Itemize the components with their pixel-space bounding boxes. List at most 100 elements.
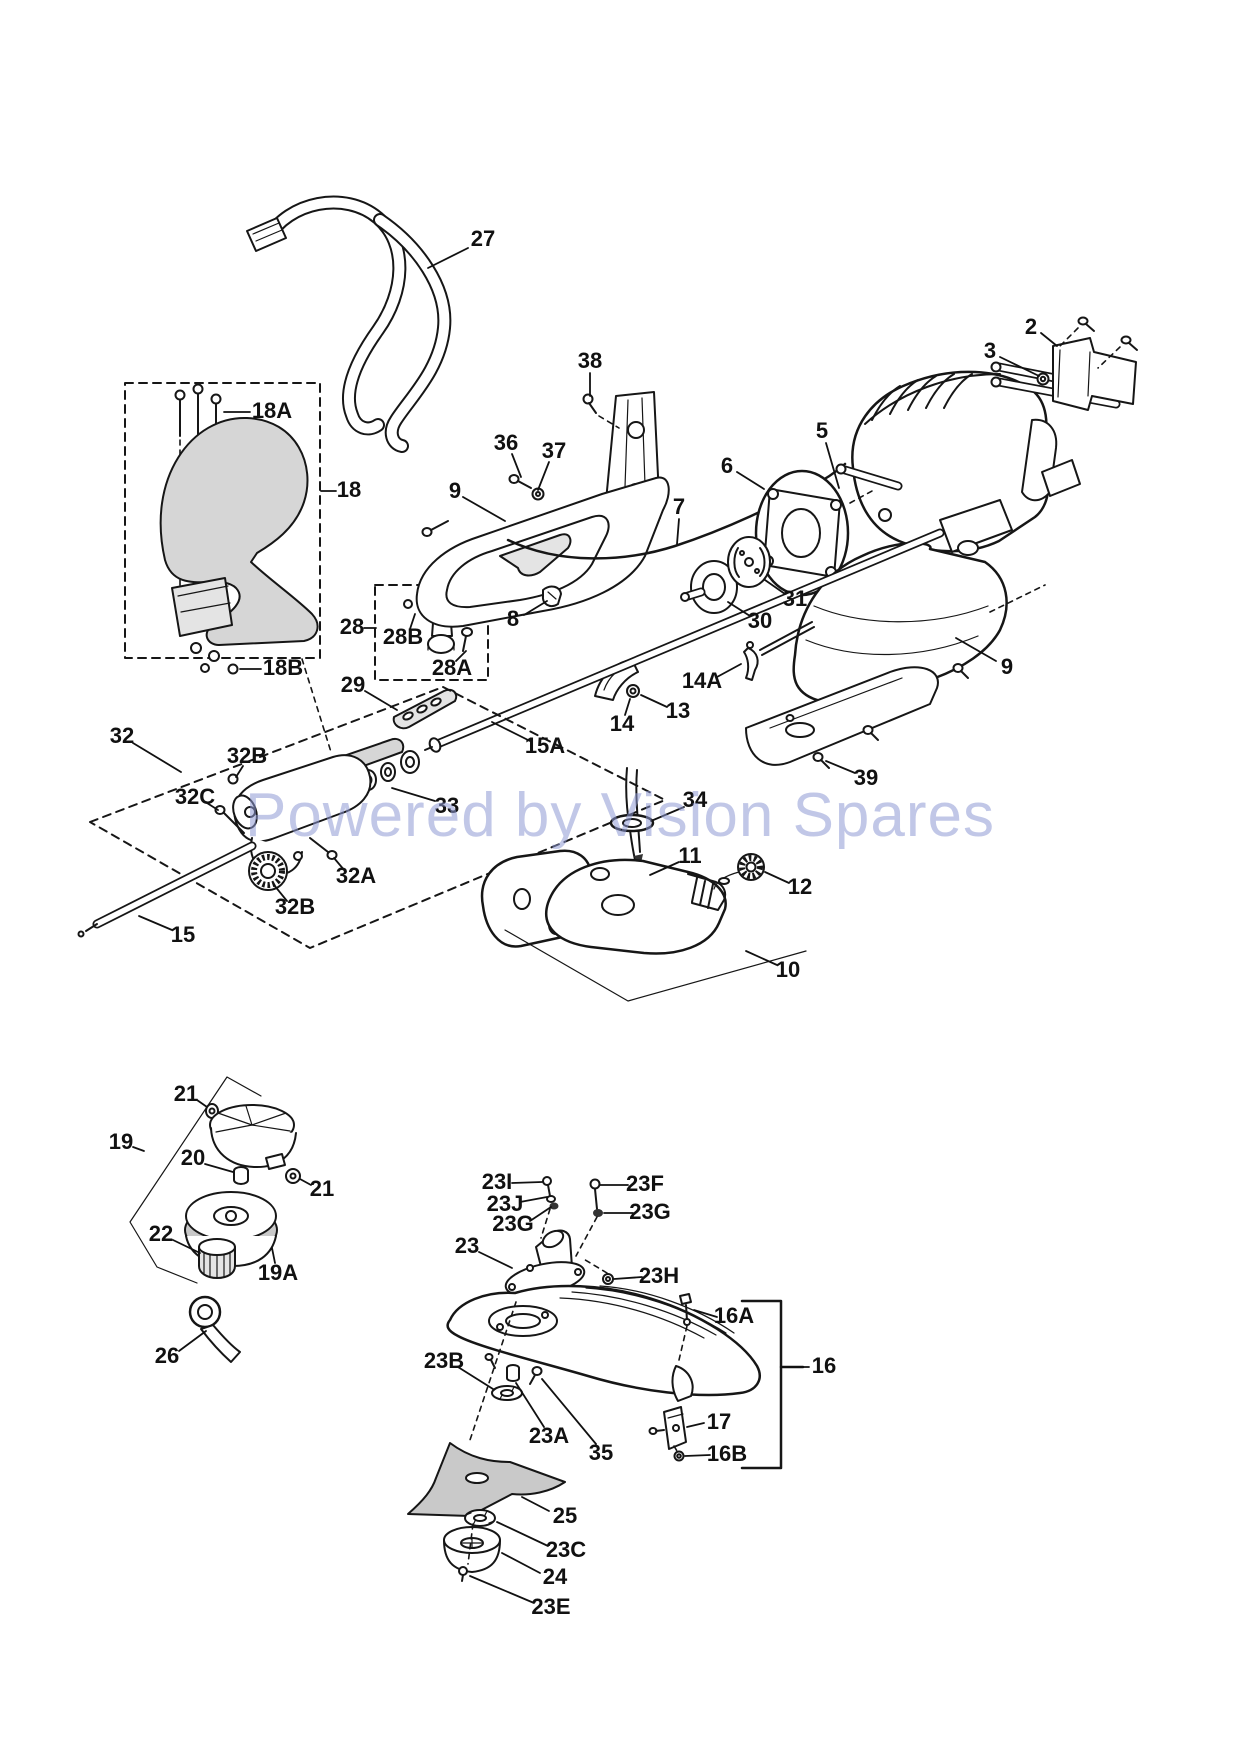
leader-line-8 [523, 600, 548, 616]
leader-line-23H [613, 1276, 643, 1280]
leader-line-32B [235, 765, 244, 778]
blade-group [407, 1442, 566, 1582]
part-label-23F: 23F [626, 1171, 664, 1196]
leader-line-16A [693, 1309, 718, 1318]
part-label-32B: 32B [227, 743, 267, 768]
bracket-screws [1059, 316, 1138, 369]
hanger-screw-28A [461, 627, 473, 652]
washer-3 [1036, 372, 1050, 386]
part-label-21: 21 [174, 1081, 198, 1106]
leader-line-36 [511, 453, 522, 478]
washer-23B [491, 1385, 523, 1401]
leader-line-28A [455, 650, 467, 662]
leader-line-23E [469, 1575, 535, 1604]
shoulder-strap [246, 195, 452, 453]
part-label-12: 12 [788, 874, 812, 899]
part-label-16A: 16A [714, 1303, 754, 1328]
leader-line-25 [521, 1496, 550, 1512]
part-label-24: 24 [543, 1564, 568, 1589]
leader-line-39 [825, 760, 856, 774]
drive-shaft-lower [77, 841, 257, 938]
nut-16B [673, 1445, 685, 1462]
leader-line-20 [204, 1163, 234, 1173]
shield-screw-small [484, 1353, 496, 1369]
clamp-housing [233, 754, 372, 843]
leader-line-32C [206, 802, 219, 811]
part-label-28B: 28B [383, 624, 423, 649]
part-label-39: 39 [854, 765, 878, 790]
leader-line-23I [511, 1181, 543, 1184]
part-label-23H: 23H [639, 1263, 679, 1288]
leader-line-19 [132, 1146, 145, 1152]
backplate [754, 469, 873, 597]
leader-line-32B [273, 884, 288, 902]
part-label-3: 3 [984, 338, 996, 363]
part-label-2: 2 [1025, 314, 1037, 339]
crankshaft-stub [835, 463, 903, 491]
part-label-13: 13 [666, 698, 690, 723]
leader-line-9 [955, 637, 997, 662]
washer-23G-right [593, 1209, 603, 1217]
part-label-15: 15 [171, 922, 195, 947]
screw-23F [589, 1178, 601, 1210]
screw-36 [508, 474, 532, 489]
part-label-34: 34 [683, 787, 708, 812]
head-cap [209, 1104, 297, 1170]
part-label-14A: 14A [682, 668, 722, 693]
leader-line-21 [196, 1099, 208, 1108]
hanger-bolt [403, 599, 413, 609]
washer-23J [546, 1195, 556, 1203]
leader-line-5 [825, 442, 840, 489]
strap-buckle [246, 217, 287, 252]
part-label-32: 32 [110, 723, 134, 748]
part-label-32B: 32B [275, 894, 315, 919]
leader-line-10 [745, 950, 778, 966]
part-label-35: 35 [589, 1440, 613, 1465]
clutch-group [680, 536, 771, 614]
leader-line-14 [624, 698, 631, 716]
handle-clamp [171, 577, 239, 675]
leader-line-29 [364, 690, 398, 711]
part-label-17: 17 [707, 1409, 731, 1434]
screw-32A [309, 837, 338, 860]
screw-39 [812, 752, 830, 769]
part-label-23A: 23A [529, 1423, 569, 1448]
nut-23H [602, 1273, 614, 1285]
part-label-5: 5 [816, 418, 828, 443]
part-label-28: 28 [340, 614, 364, 639]
leader-line-16B [684, 1454, 711, 1457]
spool-wrench-26 [188, 1295, 241, 1363]
leader-line-23C [496, 1521, 549, 1547]
leader-line-32 [132, 742, 182, 773]
leader-line-27 [427, 247, 469, 269]
part-label-23E: 23E [531, 1594, 570, 1619]
part-label-23J: 23J [487, 1191, 524, 1216]
leader-line-24 [501, 1552, 541, 1574]
part-label-37: 37 [542, 438, 566, 463]
part-label-32C: 32C [175, 784, 215, 809]
part-label-8: 8 [507, 606, 519, 631]
grommet-20 [233, 1166, 249, 1185]
part-label-9: 9 [1001, 654, 1013, 679]
leader-line-37 [537, 461, 550, 491]
leader-line-17 [686, 1422, 705, 1428]
part-label-23B: 23B [424, 1348, 464, 1373]
housing-screw-left [421, 520, 449, 537]
part-label-9: 9 [449, 478, 461, 503]
leader-line-14A [716, 663, 742, 678]
part-label-15A: 15A [525, 733, 565, 758]
throttle-trigger [499, 533, 572, 577]
support-bracket-17 [648, 1406, 687, 1450]
mount-bracket [1052, 337, 1137, 411]
blade-cup-24 [443, 1526, 501, 1573]
part-label-31: 31 [783, 586, 807, 611]
lever-14A [743, 621, 815, 681]
tank-neck [687, 873, 727, 911]
part-label-19: 19 [109, 1129, 133, 1154]
clutch-drum [680, 560, 738, 614]
screw-16A [678, 1293, 692, 1361]
head-bracket-19 [129, 1076, 262, 1284]
leader-line-19A [271, 1247, 276, 1264]
shield-flange [488, 1305, 558, 1337]
